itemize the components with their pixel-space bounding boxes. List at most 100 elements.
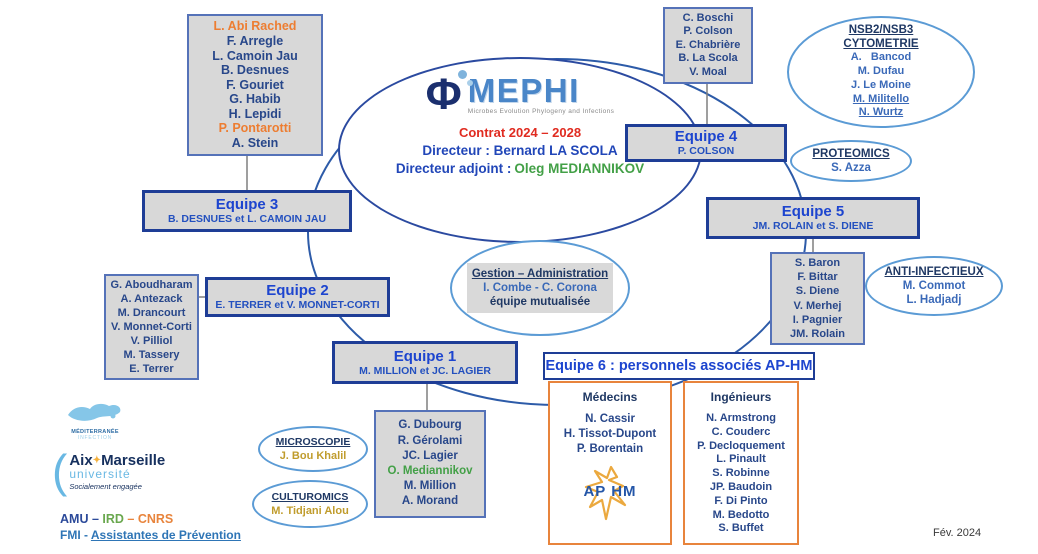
platform-header: CULTUROMICS xyxy=(271,491,349,503)
member-name: F. Bittar xyxy=(797,271,838,284)
team-box-equipe-2: Equipe 2 E. TERRER et V. MONNET-CORTI xyxy=(205,277,390,317)
medecins-header: Médecins xyxy=(582,390,638,404)
mediterranee-map-icon xyxy=(68,403,121,421)
member-name: JC. Lagier xyxy=(402,449,458,462)
member-name: M. Tidjani Alou xyxy=(271,505,349,517)
fmi-line: FMI - Assistantes de Prévention xyxy=(60,528,241,542)
member-name: J. Le Moine xyxy=(851,78,911,91)
gestion-box: Gestion – Administration I. Combe - C. C… xyxy=(467,263,613,313)
platform-header: PROTEOMICS xyxy=(812,148,890,160)
team-leaders: P. COLSON xyxy=(677,145,735,157)
member-name: M. Dufau xyxy=(857,65,905,78)
team-title: Equipe 4 xyxy=(674,128,738,145)
member-name: J. Bou Khalil xyxy=(279,450,347,462)
team-box-equipe-4: Equipe 4 P. COLSON xyxy=(625,124,787,162)
member-name: B. Desnues xyxy=(220,63,290,78)
member-name: R. Gérolami xyxy=(397,434,463,447)
member-name: A. Morand xyxy=(401,495,459,508)
member-name: M. Militello xyxy=(852,92,910,105)
mephi-wordmark: MEPHI xyxy=(467,72,580,109)
team-leaders: M. MILLION et JC. LAGIER xyxy=(359,364,491,377)
team-title: Equipe 5 xyxy=(781,203,845,220)
member-name: G. Aboudharam xyxy=(110,279,193,291)
member-name: P. Decloquement xyxy=(697,439,785,452)
mediterranee-infection-logo: MÉDITERRANÉE INFECTION xyxy=(60,400,130,441)
member-name: A. Antezack xyxy=(120,293,183,305)
member-name: G. Habib xyxy=(229,92,281,107)
member-name: M. Bedotto xyxy=(712,508,770,521)
members-box-equipe-2: G. Aboudharam A. Antezack M. Drancourt V. M… xyxy=(104,274,199,380)
mephi-phi-icon: Φ xyxy=(426,70,473,117)
member-name: L. Abi Rached xyxy=(213,19,297,34)
team-box-equipe-5: Equipe 5 JM. ROLAIN et S. DIENE xyxy=(706,197,920,239)
member-name: F. Arregle xyxy=(226,33,284,48)
member-name: C. Boschi xyxy=(682,11,734,24)
proteomics-platform-ellipse: PROTEOMICS S. Azza xyxy=(790,140,912,182)
member-name: M. Commot xyxy=(902,280,966,292)
deputy-director-line: Directeur adjoint :Oleg MEDIANNIKOV xyxy=(395,161,645,176)
team-title: Equipe 2 xyxy=(266,282,329,299)
member-name: M. Tassery xyxy=(123,349,180,361)
aix-marseille-logo: ( Aix✦Marseille université Socialement e… xyxy=(52,445,166,497)
team-box-equipe-3: Equipe 3 B. DESNUES et L. CAMOIN JAU xyxy=(142,190,352,232)
member-name: H. Tissot-Dupont xyxy=(563,428,657,440)
gestion-header: Gestion – Administration xyxy=(471,268,609,280)
member-name: A. Stein xyxy=(231,136,279,151)
member-name: S. Baron xyxy=(794,256,841,269)
member-name: S. Robinne xyxy=(712,467,770,480)
assistantes-prevention-link[interactable]: Assistantes de Prévention xyxy=(90,528,241,542)
member-name: S. Azza xyxy=(831,162,871,174)
gestion-members: I. Combe - C. Corona xyxy=(483,282,597,294)
member-name: H. Lepidi xyxy=(228,106,282,121)
team-box-equipe-1: Equipe 1 M. MILLION et JC. LAGIER xyxy=(332,341,518,384)
amu-paren-icon: ( xyxy=(52,445,68,497)
team-title: Equipe 3 xyxy=(215,196,279,213)
member-name: V. Moal xyxy=(689,65,727,78)
team-leaders: E. TERRER et V. MONNET-CORTI xyxy=(215,299,380,311)
mephi-logo: Φ MEPHI Microbes Evolution Phylogeny and… xyxy=(426,70,615,117)
member-name: S. Diene xyxy=(795,285,840,298)
member-name: F. Gouriet xyxy=(226,77,284,92)
platform-header: CYTOMETRIE xyxy=(843,37,919,50)
member-name: M. Drancourt xyxy=(117,307,186,319)
team-leaders: JM. ROLAIN et S. DIENE xyxy=(752,220,874,232)
amu-star-icon: ✦ xyxy=(92,454,102,466)
member-name: F. Di Pinto xyxy=(714,494,768,507)
member-name: V. Monnet-Corti xyxy=(111,321,192,333)
platform-header: MICROSCOPIE xyxy=(275,436,351,448)
member-name: E. Terrer xyxy=(129,363,174,375)
member-name: I. Pagnier xyxy=(792,313,843,326)
member-name: O. Mediannikov xyxy=(387,465,473,477)
member-name: JM. Rolain xyxy=(789,327,845,340)
partner-orgs-line: AMU – IRD – CNRS xyxy=(60,512,174,526)
aphm-logo: AP HM xyxy=(578,465,642,521)
member-name: L. Hadjadj xyxy=(906,294,962,306)
member-name: L. Camoin Jau xyxy=(212,48,298,63)
team-leaders: B. DESNUES et L. CAMOIN JAU xyxy=(167,213,327,225)
date-label: Fév. 2024 xyxy=(933,527,982,539)
member-name: A. Bancod xyxy=(850,51,912,64)
member-name: M. Million xyxy=(403,480,457,493)
contract-line: Contrat 2024 – 2028 xyxy=(458,125,582,140)
member-name: P. Colson xyxy=(683,25,733,38)
culturomics-platform-ellipse: CULTUROMICS M. Tidjani Alou xyxy=(252,480,368,528)
team6-title-box: Equipe 6 : personnels associés AP-HM xyxy=(543,352,815,380)
member-name: N. Cassir xyxy=(585,413,635,425)
team-title: Equipe 1 xyxy=(393,347,457,365)
amu-name: Aix✦Marseille xyxy=(69,451,166,469)
gestion-note: équipe mutualisée xyxy=(489,296,591,308)
gestion-ellipse: Gestion – Administration I. Combe - C. C… xyxy=(450,240,630,336)
member-name: P. Pontarotti xyxy=(218,121,292,136)
microscopie-platform-ellipse: MICROSCOPIE J. Bou Khalil xyxy=(258,426,368,472)
platform-header: NSB2/NSB3 xyxy=(848,23,914,36)
member-name: E. Chabrière xyxy=(675,38,741,51)
member-name: G. Dubourg xyxy=(398,419,462,432)
member-name: C. Couderc xyxy=(711,425,771,438)
